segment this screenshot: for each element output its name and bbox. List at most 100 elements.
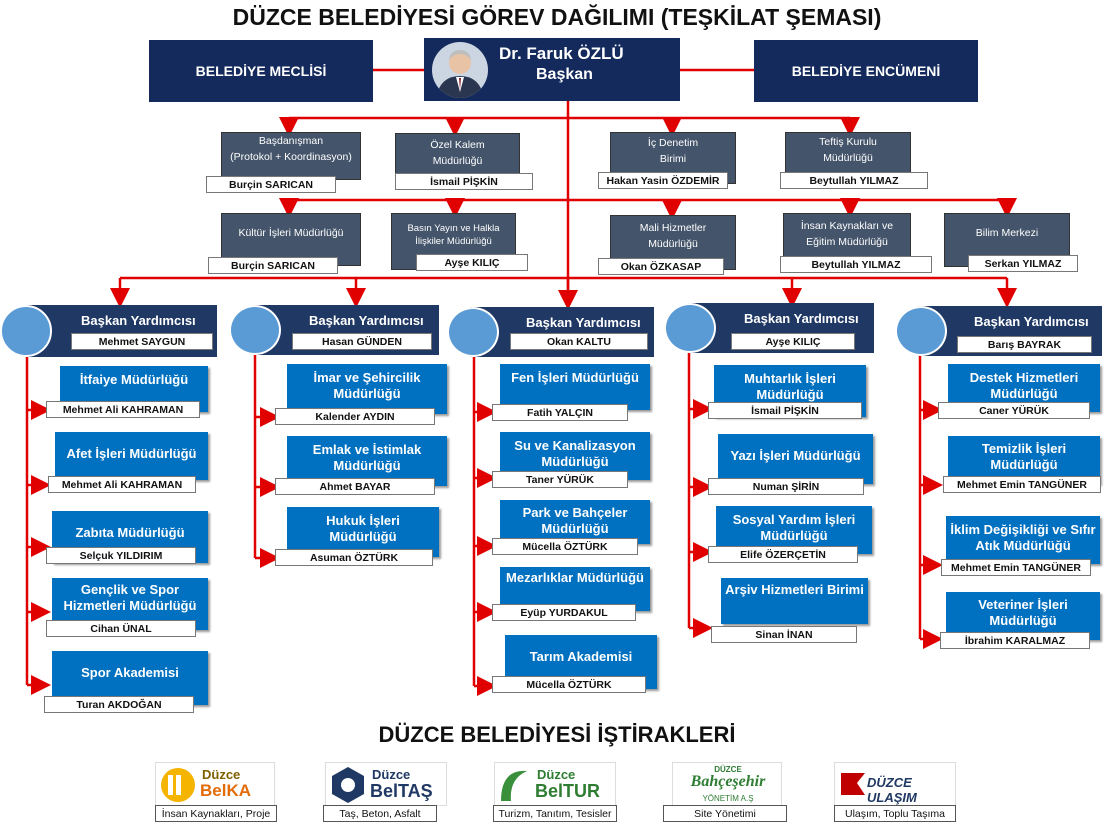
unit-label: Bilim Merkezi [975,227,1039,240]
unit-label: (Protokol + Koordinasyon) [230,151,352,163]
person-name: Mehmet Ali KAHRAMAN [46,401,200,418]
page-title: DÜZCE BELEDİYESİ GÖREV DAĞILIMI (TEŞKİLA… [232,4,882,30]
unit-label: Birimi [659,153,687,165]
person-name: Sinan İNAN [711,626,857,643]
beltur-emblem-icon [501,770,527,801]
person-name: Hakan Yasin ÖZDEMİR [598,172,728,189]
logo-text: DÜZCE ULAŞIM [867,775,917,805]
person-name: Numan ŞİRİN [708,478,864,495]
deputy-role: Başkan Yardımcısı [974,314,1089,329]
unit-label: Mali Hizmetler [639,221,707,234]
unit-label: Müdürlüğü [823,152,873,164]
person-name: Mehmet Emin TANGÜNER [941,559,1091,576]
president-box: Dr. Faruk ÖZLÜ Başkan [424,38,680,101]
president-photo [432,42,488,98]
deputy-name: Hasan GÜNDEN [292,333,432,350]
unit-fen: Fen İşleri Müdürlüğü [500,364,650,410]
affiliate-caption: Taş, Beton, Asfalt [323,805,437,822]
person-name: Cihan ÜNAL [46,620,196,637]
deputy-name: Barış BAYRAK [957,336,1092,353]
person-name: Okan ÖZKASAP [598,258,724,275]
person-name: Selçuk YILDIRIM [46,547,196,564]
person-name: Beytullah YILMAZ [780,256,932,273]
unit-emlak: Emlak ve İstimlak Müdürlüğü [287,436,447,486]
logo-text: Düzce [537,767,576,782]
unit-label: Müdürlüğü [648,237,698,250]
logo-text: YÖNETİM A.Ş [702,794,754,803]
logo-text: Bahçeşehir [690,773,766,790]
unit-arsiv: Arşiv Hizmetleri Birimi [721,578,868,624]
deputy-circle [664,303,716,353]
logo-text: BelTAŞ [370,781,433,801]
person-name: Burçin SARICAN [208,257,338,274]
deputy-role: Başkan Yardımcısı [309,313,424,328]
committee-box: BELEDİYE ENCÜMENİ [754,40,978,102]
person-name: İsmail PİŞKİN [395,173,533,190]
ulasim-emblem-icon [841,773,865,795]
affiliate-caption: Turizm, Tanıtım, Tesisler [493,805,617,822]
deputy-circle [229,305,281,355]
bahcesehir-logo: DÜZCE Bahçeşehir YÖNETİM A.Ş [672,762,782,806]
deputy-role: Başkan Yardımcısı [526,315,641,330]
affiliates-title: DÜZCE BELEDİYESİ İŞTİRAKLERİ [378,722,736,747]
deputy-circle [0,305,52,357]
beltur-logo: Düzce BelTUR [494,762,616,806]
staff-unit-basdanisman: Başdanışman (Protokol + Koordinasyon) [221,132,361,180]
person-name: Serkan YILMAZ [968,255,1078,272]
unit-afet: Afet İşleri Müdürlüğü [55,432,208,480]
deputy-role: Başkan Yardımcısı [81,313,196,328]
unit-iklim: İklim Değişikliği ve Sıfır Atık Müdürlüğ… [946,516,1100,564]
deputy-role: Başkan Yardımcısı [744,311,859,326]
logo-text: DÜZCE [714,765,742,774]
person-name: Burçin SARICAN [206,176,336,193]
person-name: Mehmet Ali KAHRAMAN [48,476,196,493]
unit-label: Basın Yayın ve Halkla [407,222,500,234]
person-name: Caner YÜRÜK [938,402,1090,419]
president-role: Başkan [536,66,593,83]
unit-label: Kültür İşleri Müdürlüğü [238,226,344,239]
beltas-logo: Düzce BelTAŞ [325,762,447,806]
affiliate-caption: Ulaşım, Toplu Taşıma [834,805,956,822]
logo-text: BelTUR [535,781,601,801]
person-name: Ahmet BAYAR [275,478,435,495]
logo-text: Düzce [372,767,411,782]
belka-emblem-icon [161,768,195,802]
deputy-name: Mehmet SAYGUN [71,333,213,350]
unit-label: Müdürlüğü [432,154,483,167]
person-name: Mücella ÖZTÜRK [492,676,646,693]
unit-label: Özel Kalem [430,138,485,151]
person-name: Fatih YALÇIN [492,404,628,421]
unit-imar: İmar ve Şehircilik Müdürlüğü [287,364,447,414]
unit-park-bahce: Park ve Bahçeler Müdürlüğü [500,500,650,544]
unit-label: İnsan Kaynakları ve [800,219,894,232]
unit-yazi-isleri: Yazı İşleri Müdürlüğü [718,434,873,484]
person-name: Turan AKDOĞAN [44,696,194,713]
person-name: Kalender AYDIN [275,408,435,425]
affiliate-caption: Site Yönetimi [663,805,787,822]
duzce-ulasim-logo: DÜZCE ULAŞIM [834,762,956,806]
deputy-name: Okan KALTU [510,333,648,350]
unit-label: Teftiş Kurulu [819,136,877,149]
person-icon [436,50,484,98]
person-name: İsmail PİŞKİN [708,402,862,419]
unit-mezarliklar: Mezarlıklar Müdürlüğü [500,567,650,611]
person-name: Asuman ÖZTÜRK [275,549,433,566]
person-name: Mücella ÖZTÜRK [492,538,638,555]
council-box: BELEDİYE MECLİSİ [149,40,373,102]
deputy-circle [447,307,499,357]
unit-label: İlişkiler Müdürlüğü [415,235,492,247]
president-name: Dr. Faruk ÖZLÜ [499,44,624,63]
person-name: Mehmet Emin TANGÜNER [943,476,1101,493]
person-name: Ayşe KILIÇ [416,254,528,271]
logo-text: Düzce [202,767,241,782]
person-name: Taner YÜRÜK [492,471,628,488]
unit-label: Başdanışman [258,135,324,148]
belka-logo: Düzce BelKA [155,762,275,806]
person-name: Elife ÖZERÇETİN [708,546,858,563]
deputy-name: Ayşe KILIÇ [731,333,855,350]
deputy-circle [895,306,947,356]
person-name: Eyüp YURDAKUL [492,604,636,621]
logo-text: BelKA [200,781,252,800]
unit-label: İç Denetim [647,137,699,150]
